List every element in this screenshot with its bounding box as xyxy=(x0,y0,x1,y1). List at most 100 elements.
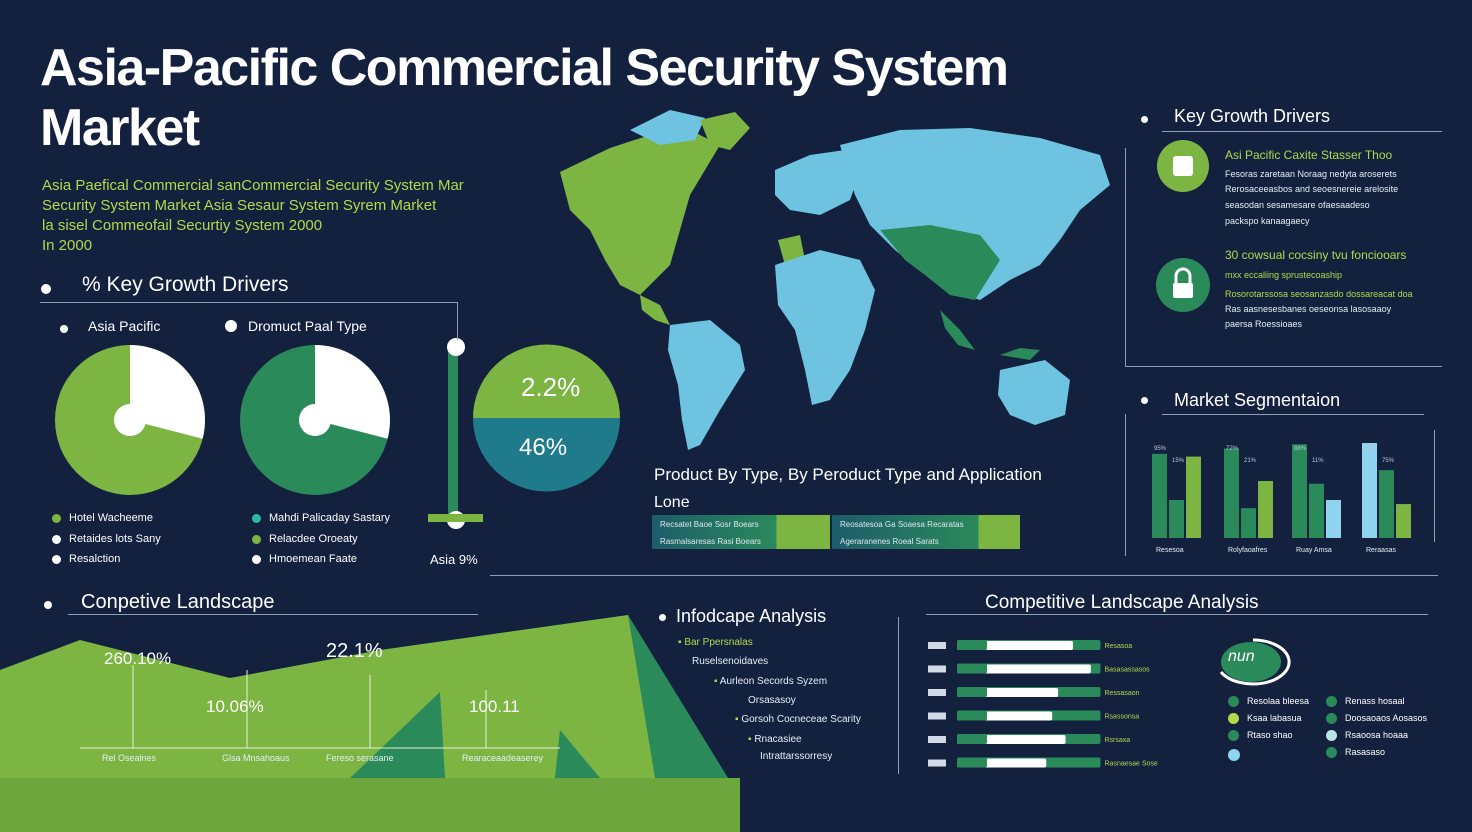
product-table-left: Recsatet Baoe Sosr Boears Rasmalsaresas … xyxy=(652,515,830,549)
cla-logo-text: nun xyxy=(1228,648,1255,665)
divider xyxy=(1162,414,1424,415)
bar-label: Rsrsaxa xyxy=(1105,737,1131,744)
segment-value: 15% xyxy=(1364,446,1377,452)
product-table-right: Reosatesoa Ga Soaesa Recaratas Agerarane… xyxy=(832,515,1020,549)
segment-bar xyxy=(1396,504,1411,538)
divider xyxy=(1125,366,1442,367)
slider-handle-top[interactable] xyxy=(447,338,465,356)
infoscape-item: ▪ Gorsoh Cocneceae Scarity xyxy=(735,714,861,725)
divider xyxy=(68,614,478,615)
axis-label: Rel Osealnes xyxy=(102,753,157,763)
area-label: 100.11 xyxy=(469,697,520,716)
table-cell: Ageraranenes Roeal Sarats xyxy=(840,537,939,546)
donut-bottom-label: 46% xyxy=(519,434,568,461)
drivers-graphics xyxy=(55,338,620,529)
bar-label: Rsassonsa xyxy=(1105,714,1140,721)
divider xyxy=(1434,430,1435,542)
infoscape-heading: Infodcape Analysis xyxy=(676,606,827,626)
area-peak xyxy=(350,692,445,778)
driver1-line: Fesoras zaretaan Noraag nedyta aroserets xyxy=(1225,169,1397,179)
row-icon xyxy=(928,736,946,743)
competitive-area-chart xyxy=(0,615,740,832)
driver-icons xyxy=(1156,140,1210,312)
area-series xyxy=(0,615,728,778)
divider xyxy=(1162,131,1442,132)
bar-cap xyxy=(957,687,987,697)
segment-label: Rolyfaoafres xyxy=(1228,547,1268,554)
bullet xyxy=(1141,397,1148,404)
pie2-label: Dromuct Paal Type xyxy=(248,318,367,334)
segment-value: 95% xyxy=(1154,446,1167,452)
donut-top xyxy=(473,344,620,418)
cla-heading: Competitive Landscape Analysis xyxy=(985,592,1259,613)
divider xyxy=(1125,148,1126,366)
area-label: 10.06% xyxy=(206,697,264,716)
segment-value: 11% xyxy=(1312,458,1324,464)
map-caption-2: Lone xyxy=(654,494,690,511)
cla-logo xyxy=(1219,638,1291,686)
divider xyxy=(457,302,458,340)
bar-cap xyxy=(957,757,987,768)
segmentation-heading: Market Segmentaion xyxy=(1174,390,1341,410)
driver1-line: seasodan sesamesare ofaesaadeso xyxy=(1225,200,1370,210)
bar-cap xyxy=(957,710,987,721)
donut-bottom xyxy=(473,418,620,492)
legend-item: Resalction xyxy=(52,553,120,565)
axis-label: Rearaceaadeaserey xyxy=(462,753,544,763)
legend-item: Hotel Wacheeme xyxy=(52,512,153,524)
subtitle-line: la sisel Commeofail Securtiy System 2000 xyxy=(42,217,323,234)
infoscape-item: ▪ Aurleon Secords Syzem xyxy=(714,676,828,687)
area-label: 260.10% xyxy=(104,649,172,668)
subtitle-line: Security System Market Asia Sesaur Syste… xyxy=(42,197,437,214)
divider xyxy=(898,617,899,774)
bar-cap xyxy=(957,640,987,650)
driver1-line: Rerosaceeasbos and seoesnereie arelosite xyxy=(1225,184,1399,194)
segment-label: Reraasas xyxy=(1366,547,1396,554)
segment-value: 75% xyxy=(1382,458,1395,464)
table-cell: Reosatesoa Ga Soaesa Recaratas xyxy=(840,520,964,529)
row-icon xyxy=(928,712,946,720)
bullet xyxy=(60,325,68,333)
row-icon xyxy=(928,665,946,673)
driver2-line: Ras aasnesesbanes oeseonsa lasosaaoy xyxy=(1225,304,1392,314)
legend-item: Rtaso shao xyxy=(1228,730,1293,742)
bar-label: Resasoa xyxy=(1105,643,1133,650)
segment-bar xyxy=(1292,444,1307,538)
map-caption: Product By Type, By Peroduct Type and Ap… xyxy=(654,465,1042,484)
segment-label: Resesoa xyxy=(1156,547,1184,554)
segment-bar xyxy=(1362,443,1377,538)
driver2-line: Rosorotarssosa seosanzasdo dossareacat d… xyxy=(1225,289,1413,299)
divider xyxy=(40,302,458,303)
segment-value: 21% xyxy=(1244,458,1257,464)
driver2-line: paersa Roessioaes xyxy=(1225,319,1303,329)
competitive-heading: Conpetive Landscape xyxy=(81,591,275,613)
row-icon xyxy=(928,642,946,649)
axis-label: Fereso serasane xyxy=(326,753,394,763)
area-slope xyxy=(628,615,728,778)
divider xyxy=(1125,414,1126,556)
legend-item: Rsaoosa hoaaa xyxy=(1326,730,1408,742)
bullet xyxy=(659,614,666,621)
infoscape-item: Orsasasoy xyxy=(748,695,796,706)
table-cell: Rasmalsaresas Rasi Boears xyxy=(660,537,761,546)
footer-band xyxy=(0,778,740,832)
right-drivers-heading: Key Growth Drivers xyxy=(1174,106,1331,126)
pie2-slice xyxy=(315,345,390,439)
subtitle: Asia Paefical Commercial sanCommercial S… xyxy=(42,176,512,256)
table-cell: Recsatet Baoe Sosr Boears xyxy=(660,520,759,529)
segment-bar xyxy=(1169,500,1184,538)
infoscape-item: ▪ Rnacasiee xyxy=(748,734,802,745)
divider xyxy=(926,614,1428,615)
slider-label: Asia 9% xyxy=(430,552,478,567)
legend-item: Doosaoaos Aosasos xyxy=(1326,713,1427,725)
legend-item: Rasasaso xyxy=(1326,747,1385,759)
driver2-line: mxx eccaliing sprustecoaship xyxy=(1225,270,1343,280)
legend-item: Hmoemean Faate xyxy=(252,553,357,565)
pie1-label: Asia Pacific xyxy=(88,318,161,334)
page-title: Asia-Pacific Commercial Security System … xyxy=(40,39,1009,157)
legend-item: Retaides lots Sany xyxy=(52,533,161,545)
donut-top-label: 2.2% xyxy=(521,372,581,402)
segment-bar xyxy=(1241,508,1256,538)
segmentation-chart: 95%15%Resesoa72%21%Rolyfaoafres88%11%Rua… xyxy=(1152,443,1411,554)
legend-item xyxy=(1228,749,1248,761)
